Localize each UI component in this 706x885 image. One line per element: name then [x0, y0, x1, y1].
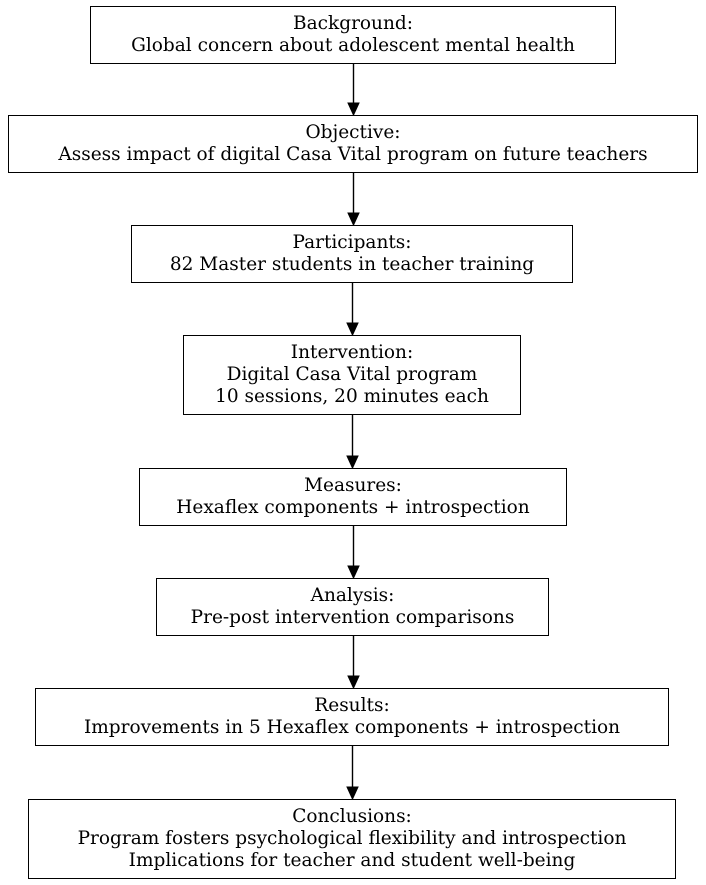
node-conclusions-line-3: Implications for teacher and student wel… [128, 850, 576, 871]
arrowhead-intervention-to-measures [346, 455, 359, 470]
node-intervention-line-2: Digital Casa Vital program [226, 364, 478, 385]
node-objective: Objective: Assess impact of digital Casa… [8, 115, 698, 173]
node-background-line-1: Background: [293, 13, 413, 34]
arrowhead-measures-to-analysis [347, 565, 360, 580]
node-participants-line-1: Participants: [292, 232, 412, 253]
node-objective-line-1: Objective: [305, 122, 401, 143]
node-analysis-line-2: Pre-post intervention comparisons [190, 607, 515, 628]
node-intervention-line-1: Intervention: [290, 342, 414, 363]
node-results-line-2: Improvements in 5 Hexaflex components + … [83, 717, 621, 738]
node-results: Results: Improvements in 5 Hexaflex comp… [35, 688, 669, 746]
node-participants: Participants: 82 Master students in teac… [131, 225, 573, 283]
node-intervention-line-3: 10 sessions, 20 minutes each [215, 386, 489, 407]
node-intervention: Intervention: Digital Casa Vital program… [183, 335, 521, 415]
node-objective-line-2: Assess impact of digital Casa Vital prog… [58, 144, 648, 165]
node-measures-line-2: Hexaflex components + introspection [176, 497, 530, 518]
arrowhead-objective-to-participants [347, 212, 360, 227]
arrowhead-background-to-objective [347, 102, 360, 117]
arrowhead-results-to-conclusions [346, 786, 359, 801]
arrowhead-participants-to-intervention [346, 322, 359, 337]
node-measures-line-1: Measures: [304, 475, 402, 496]
node-conclusions: Conclusions: Program fosters psychologic… [28, 799, 676, 879]
arrowhead-analysis-to-results [347, 675, 360, 690]
node-background: Background: Global concern about adolesc… [90, 6, 616, 64]
node-analysis: Analysis: Pre-post intervention comparis… [156, 578, 549, 636]
node-measures: Measures: Hexaflex components + introspe… [139, 468, 567, 526]
node-analysis-line-1: Analysis: [310, 585, 395, 606]
node-results-line-1: Results: [314, 695, 390, 716]
node-conclusions-line-1: Conclusions: [292, 806, 412, 827]
node-conclusions-line-2: Program fosters psychological flexibilit… [77, 828, 627, 849]
node-background-line-2: Global concern about adolescent mental h… [131, 35, 575, 56]
node-participants-line-2: 82 Master students in teacher training [169, 254, 535, 275]
